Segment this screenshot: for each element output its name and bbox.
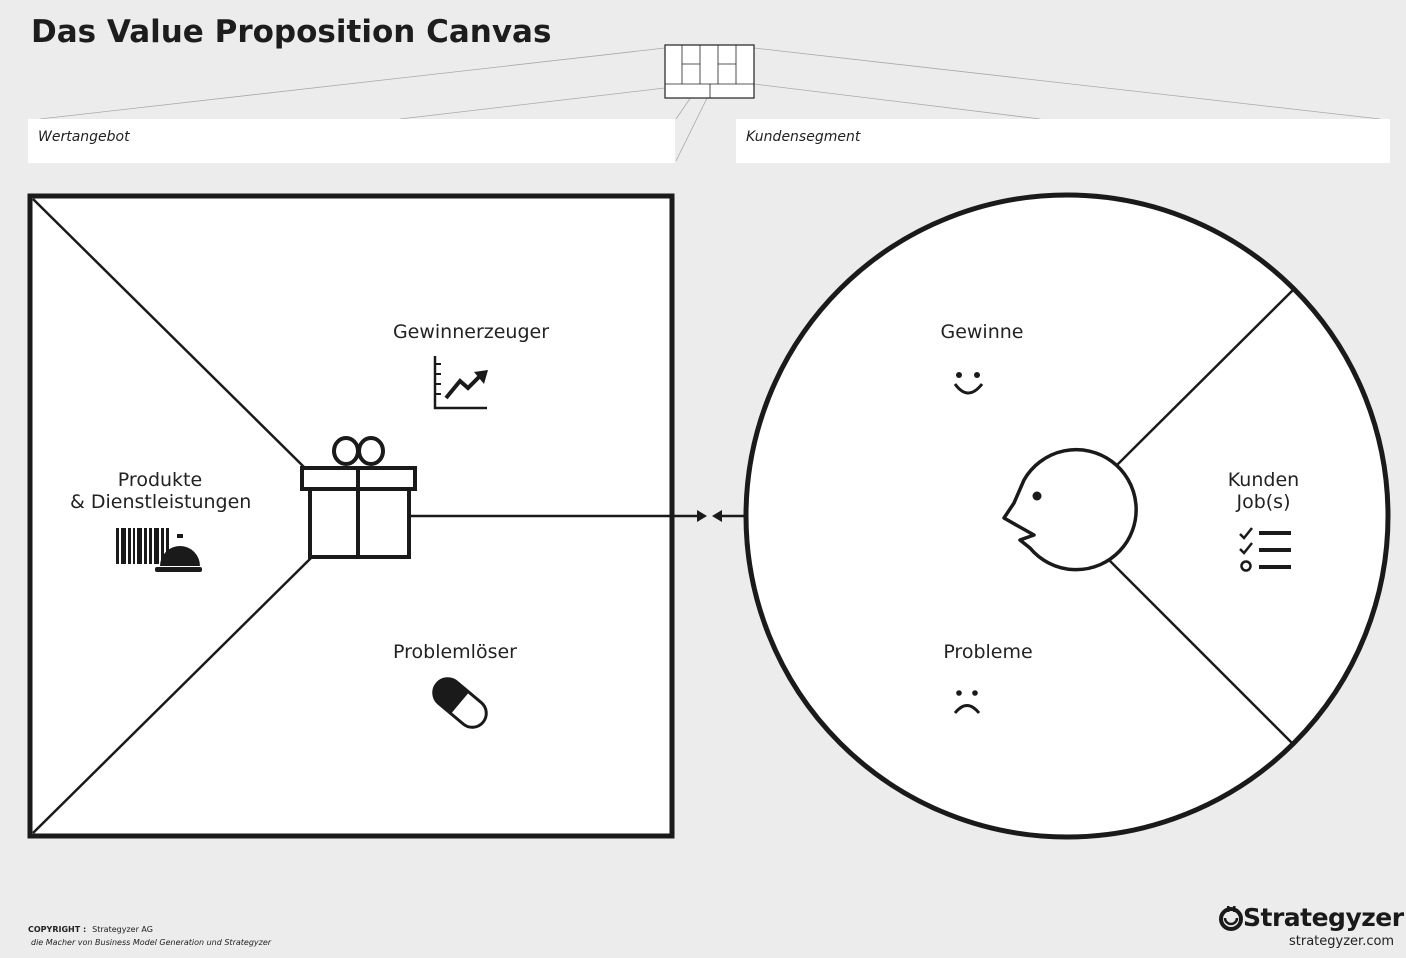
value-proposition-label: Wertangebot bbox=[38, 129, 130, 145]
customer-jobs-line1: Kunden bbox=[1227, 469, 1300, 491]
customer-face-icon bbox=[1002, 447, 1138, 572]
customer-segment-label: Kundensegment bbox=[746, 129, 861, 145]
pill-icon bbox=[432, 677, 488, 729]
canvas-thumbnail-icon bbox=[664, 44, 755, 99]
copyright-label: COPYRIGHT : bbox=[28, 925, 87, 934]
frown-icon bbox=[953, 690, 981, 714]
service-bell-icon bbox=[155, 534, 202, 572]
growth-chart-icon bbox=[433, 356, 488, 410]
pain-relievers-label: Problemlöser bbox=[393, 641, 517, 663]
customer-segment-field[interactable]: Kundensegment bbox=[736, 119, 1390, 163]
value-proposition-field[interactable]: Wertangebot bbox=[28, 119, 675, 163]
strategyzer-logo-icon bbox=[1219, 906, 1243, 931]
pains-label: Probleme bbox=[943, 641, 1033, 663]
products-services-line1: Produkte bbox=[117, 469, 203, 491]
smiley-icon bbox=[953, 372, 984, 395]
gain-creators-label: Gewinnerzeuger bbox=[392, 321, 550, 343]
gift-icon bbox=[300, 436, 417, 559]
page-title: Das Value Proposition Canvas bbox=[31, 14, 552, 50]
products-services-label: Produkte & Dienstleistungen bbox=[70, 469, 252, 513]
copyright-holder: Strategyzer AG bbox=[92, 925, 153, 934]
gains-label: Gewinne bbox=[940, 321, 1024, 343]
barcode-icon bbox=[116, 528, 169, 564]
customer-jobs-line2: Job(s) bbox=[1236, 491, 1291, 513]
brand-name: Strategyzer bbox=[1243, 903, 1404, 932]
copyright-tagline: die Macher von Business Model Generation… bbox=[31, 938, 272, 947]
products-services-line2: & Dienstleistungen bbox=[70, 491, 252, 513]
copyright-notice: COPYRIGHT : Strategyzer AG bbox=[28, 925, 153, 934]
checklist-icon bbox=[1239, 527, 1291, 572]
brand-url[interactable]: strategyzer.com bbox=[1289, 934, 1395, 949]
customer-jobs-label: Kunden Job(s) bbox=[1216, 469, 1311, 513]
